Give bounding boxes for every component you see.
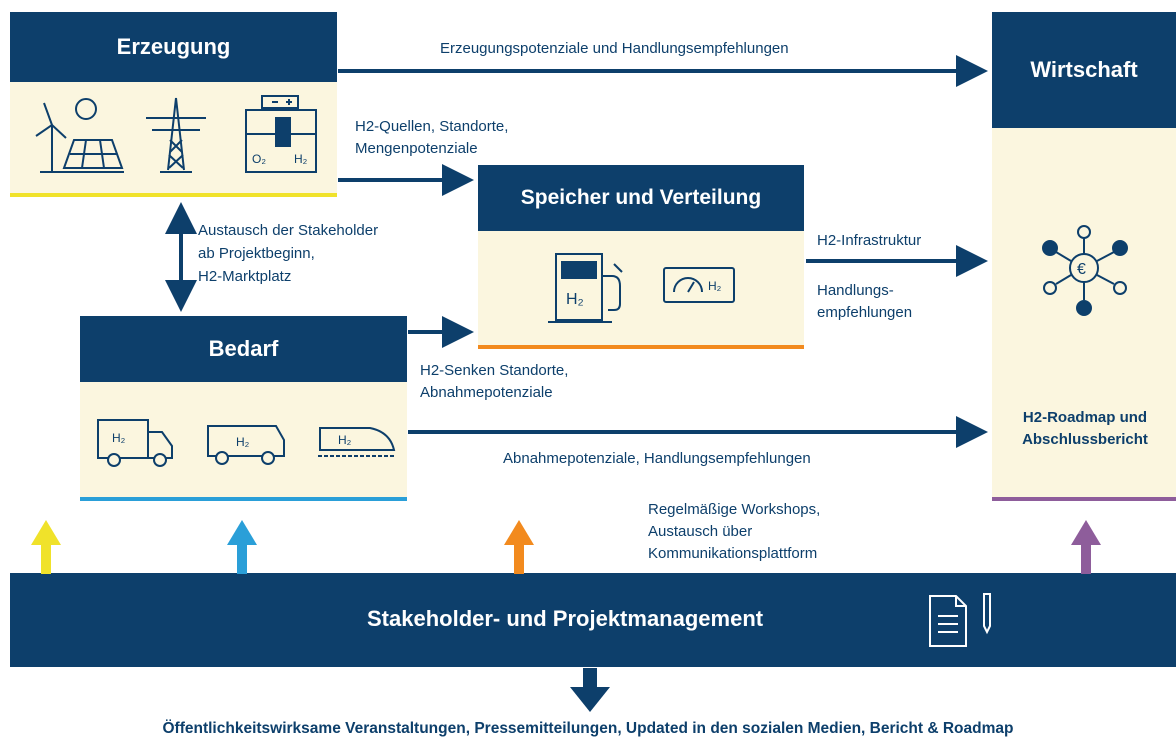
speicher-underline [478, 345, 804, 349]
wirtschaft-body: H2-Roadmap und Abschlussbericht [1022, 409, 1148, 448]
euro-symbol-icon: € [1077, 261, 1086, 278]
euro-network-icon [1042, 225, 1128, 316]
train-icon [318, 427, 396, 457]
bedarf-underline [80, 497, 407, 501]
bedarf-title: Bedarf [208, 336, 279, 361]
train-h2-icon: H₂ [338, 433, 352, 447]
electrolyzer-h2-icon: H₂ [294, 152, 308, 166]
label-austausch-3: H2-Marktplatz [198, 268, 292, 285]
van-icon [207, 425, 285, 465]
erzeugung-title: Erzeugung [116, 34, 231, 59]
wirtschaft-header: Wirtschaft [992, 12, 1176, 128]
label-h2-infrastruktur: H2-Infrastruktur [817, 232, 922, 249]
management-title: Stakeholder- und Projektmanagement [367, 606, 764, 631]
arrow-up-purple [1071, 520, 1101, 574]
label-austausch-1: Austausch der Stakeholder [198, 222, 379, 239]
label-workshops-1: Regelmäßige Workshops, [648, 501, 821, 518]
erzeugung-header: Erzeugung [10, 12, 337, 82]
erzeugung-underline [10, 193, 337, 197]
electrolyzer-icon [245, 95, 317, 173]
wirtschaft-underline [992, 497, 1176, 501]
arrow-up-orange [504, 520, 534, 574]
footer-text: Öffentlichkeitswirksame Veranstaltungen,… [162, 720, 1014, 737]
electrolyzer-o2-icon: O₂ [252, 152, 266, 166]
gauge-icon [663, 267, 735, 303]
label-workshops-3: Kommunikationsplattform [648, 545, 818, 562]
label-h2-quellen-1: H2-Quellen, Standorte, [355, 118, 509, 135]
gauge-h2-icon: H₂ [708, 279, 722, 293]
wirtschaft-title: Wirtschaft [1030, 57, 1138, 82]
arrow-up-yellow [31, 520, 61, 574]
label-abnahme-handlung: Abnahmepotenziale, Handlungsempfehlungen [503, 450, 811, 467]
management-bar: Stakeholder- und Projektmanagement [10, 573, 1176, 667]
label-handlungs-1: Handlungs- [817, 282, 894, 299]
label-handlungs-2: empfehlungen [817, 304, 913, 321]
speicher-title: Speicher und Verteilung [520, 186, 762, 209]
speicher-header: Speicher und Verteilung [478, 165, 804, 231]
truck-h2-icon: H₂ [112, 431, 126, 445]
bedarf-header: Bedarf [80, 316, 407, 382]
label-workshops-2: Austausch über [648, 523, 753, 540]
fuel-pump-h2-icon: H₂ [566, 291, 584, 308]
arrow-down-footer [570, 668, 610, 712]
label-erzeugung-to-wirtschaft: Erzeugungspotenziale und Handlungsempfeh… [440, 40, 789, 57]
label-h2-quellen-2: Mengenpotenziale [355, 140, 478, 157]
label-h2-senken-1: H2-Senken Standorte, [420, 362, 569, 379]
power-tower-icon [146, 97, 206, 173]
truck-icon [97, 419, 173, 467]
label-austausch-2: ab Projektbeginn, [198, 245, 315, 262]
document-icon [929, 593, 991, 647]
van-h2-icon: H₂ [236, 435, 250, 449]
arrow-up-blue [227, 520, 257, 574]
wind-solar-icon [35, 98, 124, 173]
label-h2-senken-2: Abnahmepotenziale [420, 384, 553, 401]
fuel-pump-icon [548, 253, 623, 323]
